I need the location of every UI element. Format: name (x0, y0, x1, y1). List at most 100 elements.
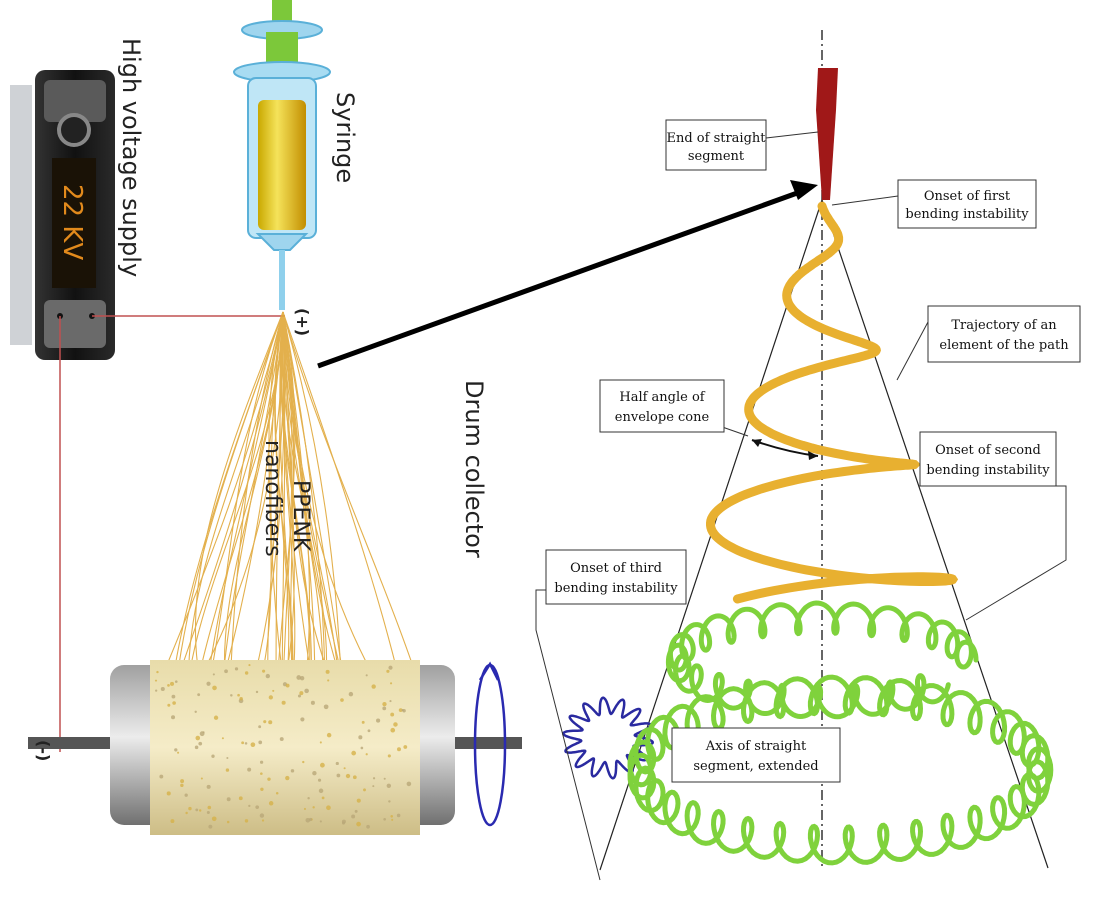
label-end-straight-line2: segment (688, 149, 745, 164)
label-first-bend: Onset of first bending instability (897, 179, 1037, 229)
label-axis: Axis of straight segment, extended (671, 727, 841, 783)
fiber-mat-speck (390, 727, 396, 733)
fiber-mat-speck (341, 819, 346, 824)
label-half-angle-line2: envelope cone (615, 410, 710, 425)
fiber-mat-speck (390, 815, 393, 818)
fiber-mat-speck (343, 767, 346, 770)
fiber-mat-speck (258, 725, 262, 729)
fiber-mat-speck (247, 767, 252, 772)
fiber-mat-speck (326, 805, 331, 811)
drum-collector-label: Drum collector (460, 380, 488, 558)
fiber-mat-speck (213, 715, 219, 720)
fiber-mat-speck (207, 805, 212, 810)
fiber-mat-speck (170, 681, 175, 686)
fiber-mat-speck (371, 684, 376, 689)
fiber-mat-speck (398, 708, 403, 713)
fiber-mat-speck (300, 717, 305, 722)
fiber-mat-speck (321, 796, 325, 800)
fiber-mat-speck (221, 737, 224, 740)
fiber-mat-speck (387, 754, 391, 758)
second-coil-path-1 (665, 600, 979, 720)
fiber-mat-speck (177, 751, 180, 754)
fiber-mat-speck (396, 813, 401, 818)
syringe (233, 0, 331, 310)
fiber-mat-speck (184, 793, 188, 797)
fiber-mat-speck (356, 798, 361, 803)
fiber-mat-speck (248, 664, 251, 667)
drum-shaft-right (440, 737, 522, 749)
fiber-mat-speck (199, 731, 205, 737)
fiber-mat-speck (259, 813, 265, 818)
fiber-mat-speck (290, 769, 295, 773)
fiber-mat-speck (352, 775, 357, 780)
fiber-mat-speck (170, 819, 175, 824)
voltage-display-value: 22 KV (57, 184, 87, 260)
fiber-mat-speck (382, 701, 387, 707)
fiber-mat-speck (317, 778, 322, 782)
fiber-mat-speck (356, 821, 361, 827)
fiber-mat-speck (185, 811, 188, 815)
nanofiber-strand (282, 311, 312, 673)
label-second-bend-line2: bending instability (926, 463, 1050, 478)
fiber-mat-speck (212, 685, 217, 691)
fiber-mat-speck (354, 809, 358, 813)
power-knob-icon (57, 113, 91, 147)
fiber-mat-speck (160, 687, 165, 692)
label-third-bend-line1: Onset of third (570, 561, 662, 576)
fiber-mat-speck (260, 772, 263, 775)
fiber-mat-speck (390, 712, 395, 717)
fiber-mat-speck (171, 715, 176, 720)
nanofiber-strand (156, 311, 284, 689)
positive-terminal-label: (+) (293, 308, 312, 336)
label-half-angle: Half angle of envelope cone (599, 379, 725, 433)
fiber-mat-speck (351, 814, 356, 819)
fiber-mat-speck (406, 781, 412, 787)
fiber-mat-speck (305, 817, 311, 823)
first-coil-path (706, 201, 959, 604)
power-supply: 22 KV (10, 70, 115, 360)
fiber-mat-speck (188, 806, 192, 811)
negative-terminal-label: (-) (34, 740, 53, 761)
fiber-mat-speck (326, 732, 332, 738)
fiber-mat-speck (154, 679, 158, 682)
fiber-mat-speck (281, 700, 286, 705)
fiber-mat-speck (304, 688, 309, 694)
fiber-mat-speck (312, 771, 317, 776)
label-trajectory-line1: Trajectory of an (951, 318, 1057, 333)
label-trajectory-line2: element of the path (939, 338, 1069, 353)
fiber-mat-speck (198, 741, 203, 746)
fiber-mat-speck (244, 671, 249, 675)
label-trajectory: Trajectory of an element of the path (927, 305, 1081, 363)
fiber-mat-speck (360, 746, 364, 750)
fiber-mat-speck (372, 785, 375, 788)
fiber-mat-speck (372, 777, 376, 780)
fiber-mat-speck (363, 788, 366, 792)
fiber-mat-speck (244, 742, 248, 745)
fiber-mat-speck (225, 768, 230, 772)
fiber-mat-speck (340, 698, 344, 702)
fiber-mat-speck (365, 674, 368, 677)
fiber-mat-speck (226, 797, 231, 802)
leader-second-bend (965, 485, 1067, 621)
nanofiber-strand (282, 311, 346, 690)
fiber-mat-speck (361, 720, 365, 724)
fiber-mat-speck (386, 783, 392, 788)
label-second-bend: Onset of second bending instability (919, 431, 1057, 487)
fiber-mat-speck (351, 750, 357, 756)
fiber-mat-speck (230, 694, 233, 697)
fiber-mat-speck (275, 791, 279, 795)
fiber-mat-speck (206, 681, 211, 686)
label-third-bend: Onset of third bending instability (545, 549, 687, 605)
label-axis-line2: segment, extended (693, 759, 818, 774)
syringe-solution (258, 100, 306, 230)
fiber-mat-speck (261, 819, 265, 822)
nanofiber-strand (194, 311, 284, 675)
fiber-mat-speck (159, 774, 164, 779)
first-bending-coil (706, 201, 959, 604)
straight-jet-segment (816, 68, 838, 200)
fiber-mat-speck (309, 817, 313, 822)
fiber-mat-speck (388, 665, 393, 670)
leader-end-straight (765, 131, 819, 139)
fiber-mat-speck (358, 735, 363, 740)
